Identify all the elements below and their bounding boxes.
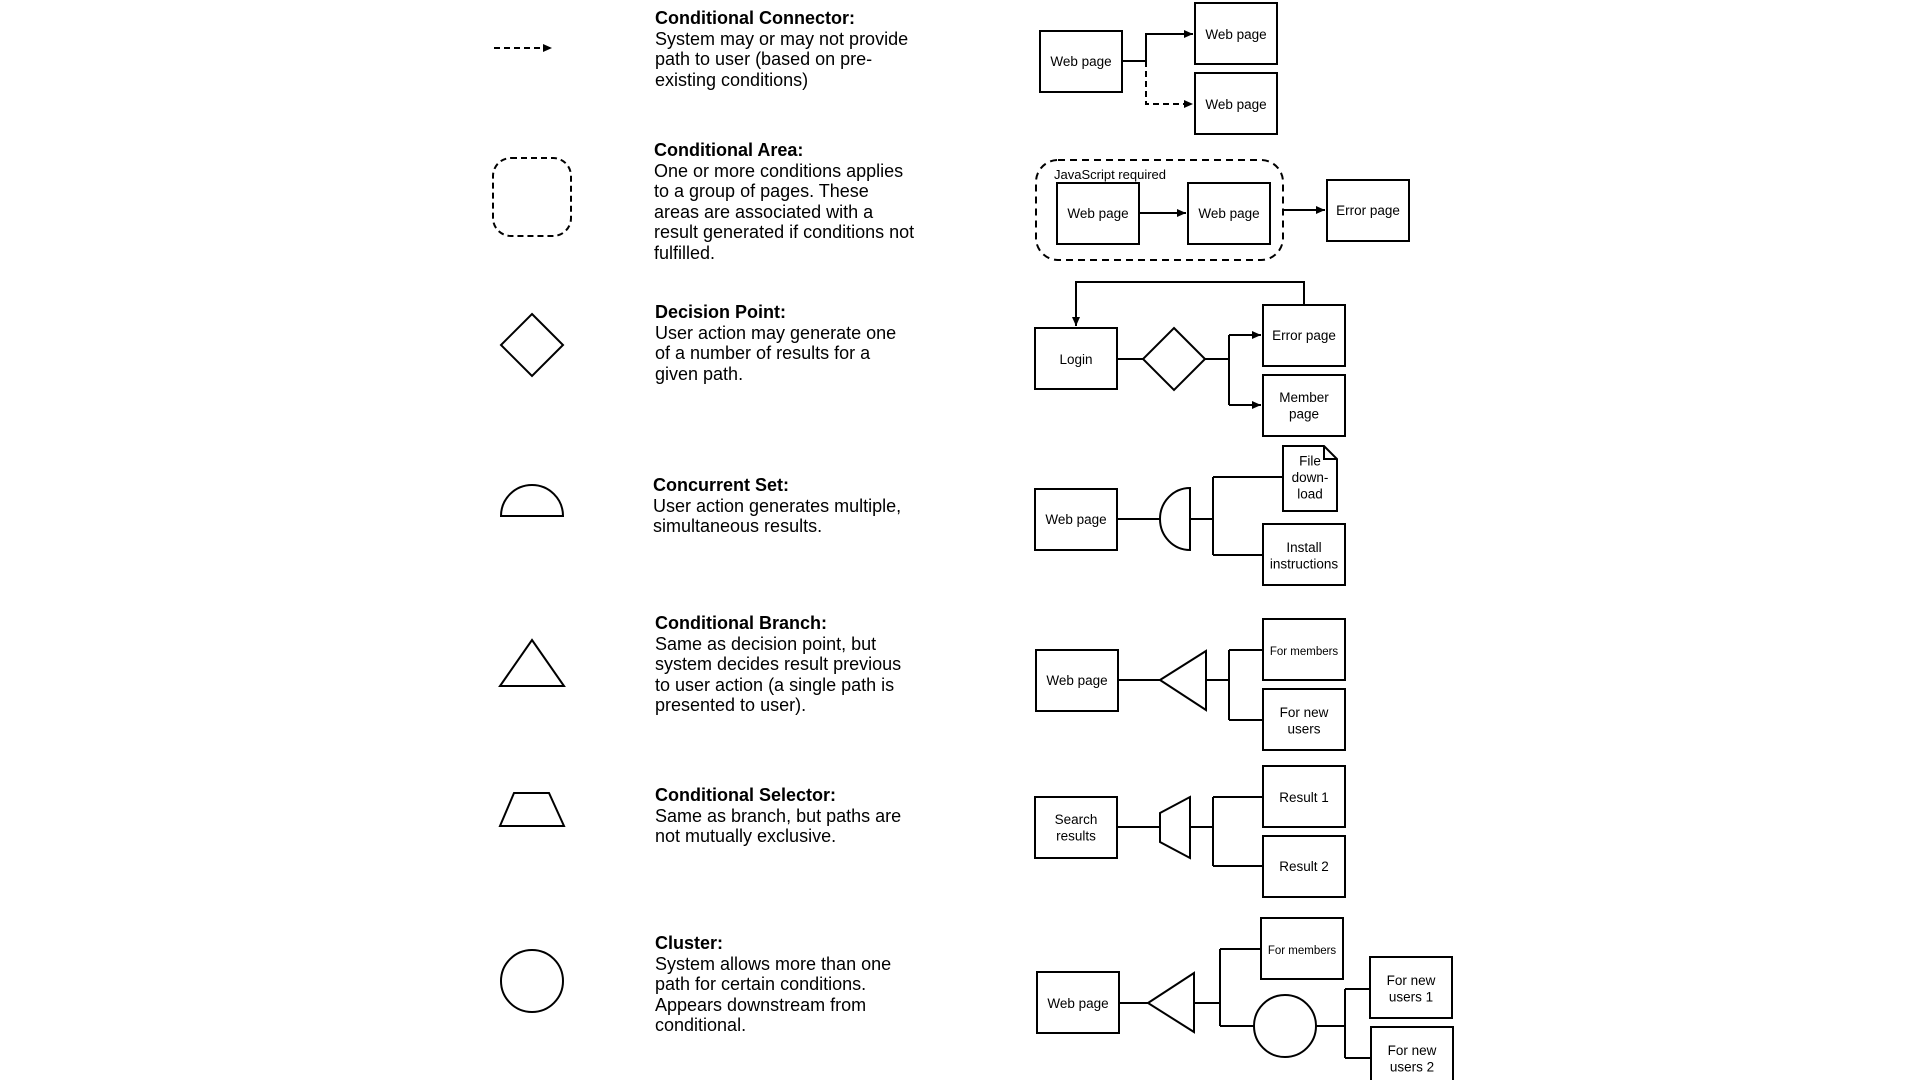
decision-point-symbol <box>499 312 565 378</box>
result-1-box <box>1262 765 1346 828</box>
branch-new-users-box <box>1262 688 1346 751</box>
connector-target-box-2 <box>1194 72 1278 135</box>
cluster-new-users-2-box <box>1370 1026 1454 1080</box>
legend-conditional-selector-text: Conditional Selector: Same as branch, bu… <box>655 785 955 847</box>
decision-error-label: Error page <box>1272 328 1336 343</box>
cluster-symbol <box>500 949 564 1013</box>
install-instructions-box <box>1262 523 1346 586</box>
conditional-selector-title: Conditional Selector: <box>655 785 837 805</box>
javascript-area-label: JavaScript required <box>1054 167 1166 182</box>
login-label: Login <box>1059 352 1092 367</box>
decision-diamond <box>1141 326 1207 392</box>
branch-members-box <box>1262 618 1346 681</box>
area-error-label: Error page <box>1336 203 1400 218</box>
conditional-area-symbol <box>492 157 572 237</box>
conditional-connector-title: Conditional Connector: <box>655 8 855 28</box>
cluster-description: System allows more than one path for cer… <box>655 953 892 1036</box>
legend-decision-point-text: Decision Point: User action may generate… <box>655 302 955 384</box>
concurrent-set-title: Concurrent Set: <box>653 475 790 495</box>
branch-triangle <box>1158 649 1207 712</box>
connector-target-label-2: Web page <box>1205 97 1266 112</box>
cluster-new-users-1-box <box>1369 956 1453 1019</box>
conditional-area-title: Conditional Area: <box>654 140 804 160</box>
cluster-title: Cluster: <box>655 933 724 953</box>
concurrent-source-label: Web page <box>1045 512 1106 527</box>
legend-conditional-area-text: Conditional Area: One or more conditions… <box>654 140 954 263</box>
decision-point-title: Decision Point: <box>655 302 787 322</box>
legend-concurrent-set-text: Concurrent Set: User action generates mu… <box>653 475 953 537</box>
area-error-box <box>1326 179 1410 242</box>
concurrent-set-description: User action generates multiple, simultan… <box>653 495 902 537</box>
legend-conditional-branch-text: Conditional Branch: Same as decision poi… <box>655 613 955 716</box>
legend-cluster-text: Cluster: System allows more than one pat… <box>655 933 955 1036</box>
connector-solid-line <box>1122 30 1193 62</box>
cluster-source-label: Web page <box>1047 996 1108 1011</box>
conditional-selector-description: Same as branch, but paths are not mutual… <box>655 805 902 847</box>
cluster-members-box <box>1260 917 1344 980</box>
concurrent-set-symbol <box>499 484 565 517</box>
cluster-circle <box>1253 994 1317 1058</box>
conditional-connector-description: System may or may not provide path to us… <box>655 28 909 90</box>
decision-member-box <box>1262 374 1346 437</box>
result-2-box <box>1262 835 1346 898</box>
connector-dashed-line <box>1145 61 1193 108</box>
legend-conditional-connector-text: Conditional Connector: System may or may… <box>655 8 955 90</box>
selector-trapezoid <box>1159 795 1191 860</box>
area-page-box-2 <box>1187 182 1271 245</box>
branch-members-label: For members <box>1270 646 1339 658</box>
area-page-label-1: Web page <box>1067 206 1128 221</box>
conditional-branch-title: Conditional Branch: <box>655 613 827 633</box>
cluster-members-label: For members <box>1268 945 1337 957</box>
area-page-label-2: Web page <box>1198 206 1259 221</box>
file-download-document <box>1282 445 1338 512</box>
conditional-branch-description: Same as decision point, but system decid… <box>655 633 902 716</box>
conditional-branch-symbol <box>498 638 566 687</box>
concurrent-semicircle <box>1159 486 1191 552</box>
result-2-label: Result 2 <box>1279 859 1329 874</box>
decision-return-arrow <box>1072 281 1305 326</box>
connector-target-label-1: Web page <box>1205 27 1266 42</box>
conditional-selector-symbol <box>498 792 566 827</box>
conditional-area-description: One or more conditions applies to a grou… <box>654 160 915 263</box>
cluster-triangle <box>1146 971 1195 1034</box>
result-1-label: Result 1 <box>1279 790 1329 805</box>
branch-source-label: Web page <box>1046 673 1107 688</box>
connector-target-box-1 <box>1194 2 1278 65</box>
connector-source-label: Web page <box>1050 54 1111 69</box>
decision-point-description: User action may generate one of a number… <box>655 322 897 384</box>
